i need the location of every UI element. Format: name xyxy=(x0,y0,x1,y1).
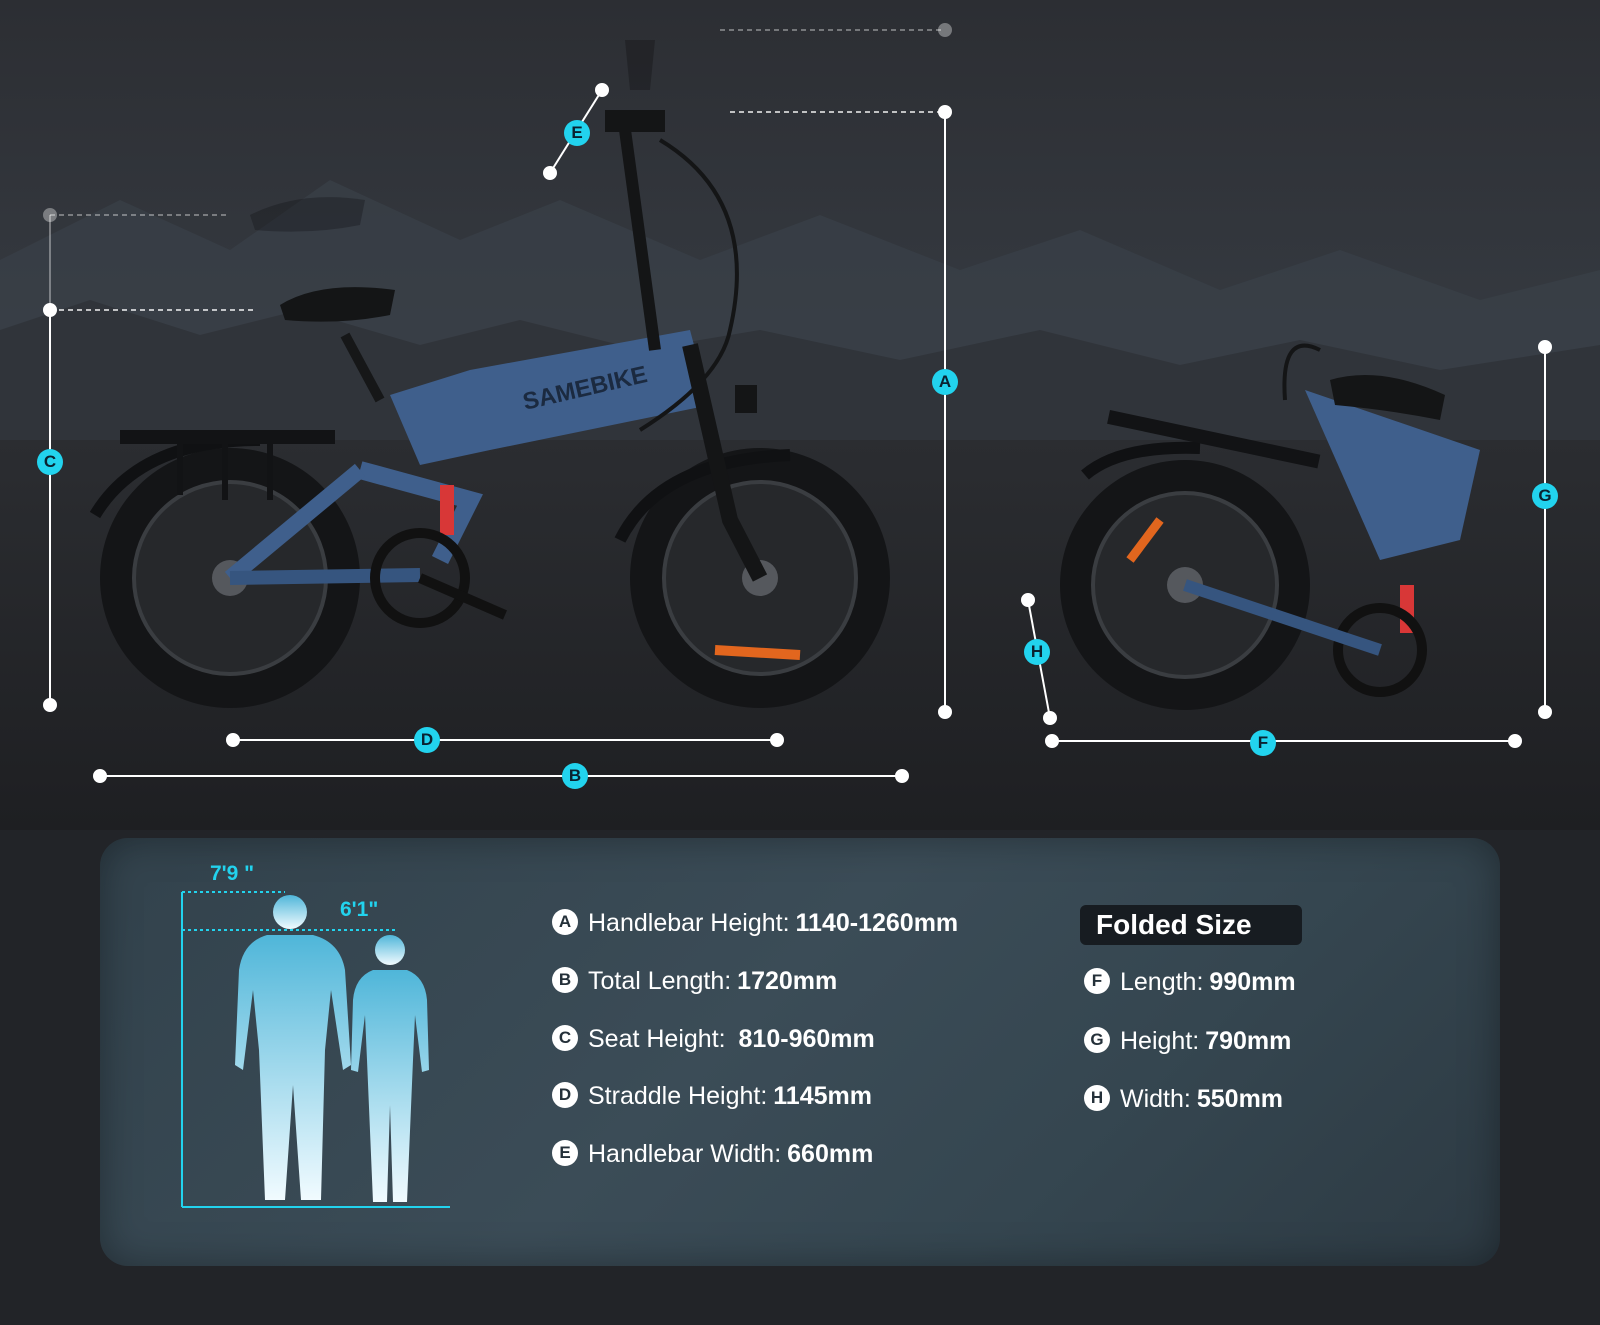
spec-label: Straddle Height: xyxy=(588,1082,768,1110)
spec-badge: B xyxy=(552,967,578,994)
spec-value: 1145mm xyxy=(773,1082,872,1110)
spec-value: 1720mm xyxy=(737,967,838,995)
spec-value: 1140-1260mm xyxy=(795,909,959,937)
folded-spec-width: H Width:550mm xyxy=(1084,1082,1283,1116)
folded-spec-height: G Height:790mm xyxy=(1084,1024,1291,1058)
spec-badge: C xyxy=(552,1025,578,1052)
dimension-label-d: D xyxy=(414,727,440,753)
dimension-label-g: G xyxy=(1532,483,1558,509)
spec-handlebar-width: E Handlebar Width:660mm xyxy=(552,1137,873,1171)
folded-frame xyxy=(1305,390,1480,560)
spec-label: Total Length: xyxy=(588,967,732,995)
spec-total-length: B Total Length:1720mm xyxy=(552,964,837,998)
spec-badge: G xyxy=(1084,1027,1110,1054)
folded-size-title: Folded Size xyxy=(1080,905,1302,945)
spec-straddle-height: D Straddle Height:1145mm xyxy=(552,1079,872,1113)
spec-label: Width: xyxy=(1120,1085,1191,1113)
spec-value: 790mm xyxy=(1205,1027,1292,1055)
spec-label: Handlebar Height: xyxy=(588,909,790,937)
spec-badge: D xyxy=(552,1082,578,1109)
spec-label: Handlebar Width: xyxy=(588,1140,782,1168)
dimension-label-e: E xyxy=(564,120,590,146)
spec-badge: E xyxy=(552,1140,578,1167)
spec-value: 810-960mm xyxy=(738,1025,875,1053)
tall-height-label: 7'9 " xyxy=(210,862,255,885)
spec-value: 550mm xyxy=(1196,1085,1284,1113)
folded-spec-length: F Length:990mm xyxy=(1084,965,1296,999)
tall-person-silhouette xyxy=(235,895,351,1200)
spec-label: Length: xyxy=(1120,968,1204,996)
dimension-label-f: F xyxy=(1250,730,1276,756)
rear-shock xyxy=(440,485,454,535)
spec-label: Seat Height: xyxy=(588,1025,733,1053)
chainring xyxy=(370,528,470,628)
spec-handlebar-height: A Handlebar Height:1140-1260mm xyxy=(552,906,958,940)
dimension-lines xyxy=(43,23,1552,783)
short-person-silhouette xyxy=(351,935,429,1202)
dimension-label-h: H xyxy=(1024,639,1050,665)
folded-bike-illustration xyxy=(1060,343,1480,710)
spec-value: 660mm xyxy=(787,1140,874,1168)
height-comparison-figures xyxy=(181,891,450,1208)
spec-seat-height: C Seat Height: 810-960mm xyxy=(552,1022,875,1056)
spec-badge: H xyxy=(1084,1085,1110,1112)
spec-value: 990mm xyxy=(1209,968,1296,996)
dimension-label-c: C xyxy=(37,449,63,475)
spec-badge: F xyxy=(1084,968,1110,995)
saddle-raised-ghost xyxy=(250,197,365,232)
dimension-label-a: A xyxy=(932,369,958,395)
handlebar xyxy=(605,110,665,132)
dimension-label-b: B xyxy=(562,763,588,789)
spec-badge: A xyxy=(552,909,578,936)
saddle xyxy=(280,287,395,322)
unfolded-bike-illustration: SAMEBIKE xyxy=(89,110,890,708)
short-height-label: 6'1" xyxy=(340,898,379,921)
spec-label: Height: xyxy=(1120,1027,1200,1055)
